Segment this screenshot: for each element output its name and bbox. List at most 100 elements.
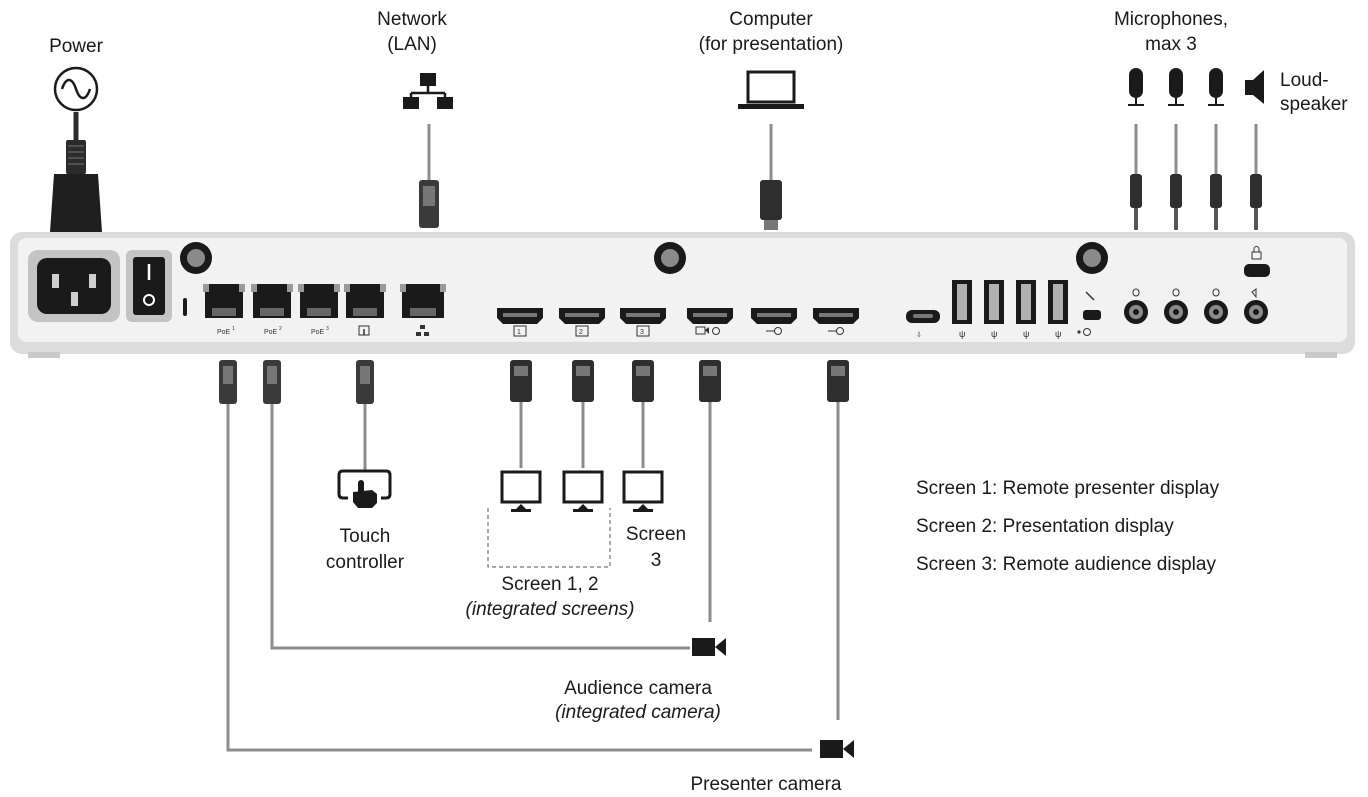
poe1-sup: 1	[232, 326, 235, 332]
usb-c-icon: ⇩	[916, 331, 922, 339]
audio-jack-plugs	[1130, 174, 1262, 230]
service-port	[1077, 291, 1101, 336]
ethernet-plug	[219, 360, 237, 404]
jack-plug	[1250, 174, 1262, 230]
camera-icon	[692, 638, 726, 656]
integrated-screens-bracket	[487, 508, 611, 568]
usb-a-port	[984, 280, 1004, 324]
screen3-label-line1: Screen	[626, 524, 686, 545]
monitor-icon	[562, 470, 604, 512]
screw	[654, 242, 686, 274]
touch-label-line1: Touch	[340, 526, 391, 547]
mic-port-icon	[1212, 288, 1220, 297]
monitor-icon	[622, 470, 664, 512]
touch-port	[344, 284, 386, 318]
hdmi-out2-label: 2	[579, 329, 583, 336]
hdmi-output-port	[620, 308, 666, 324]
jack-plug	[1170, 174, 1182, 230]
hdmi-output-port	[559, 308, 605, 324]
screw	[1076, 242, 1108, 274]
loudspeaker-label-line1: Loud-	[1280, 70, 1329, 91]
touch-controller-icon	[337, 469, 392, 508]
monitor-icon	[500, 470, 542, 512]
usb-icon: ψ	[959, 329, 965, 339]
ethernet-plug	[356, 360, 374, 404]
screw	[180, 242, 212, 274]
laptop-icon	[738, 70, 804, 109]
network-label-line1: Network	[377, 9, 447, 30]
power-switch	[126, 250, 172, 322]
ethernet-plug	[419, 180, 439, 228]
audience-camera-label-line2: (integrated camera)	[555, 702, 721, 723]
mic-port-icon	[1172, 288, 1180, 297]
jack-plug	[1210, 174, 1222, 230]
usb-icon: ψ	[1055, 329, 1061, 339]
screen12-label-line2: (integrated screens)	[466, 599, 635, 620]
power-inlet-port	[28, 250, 120, 322]
loudspeaker-icon	[1245, 70, 1264, 104]
camera-icon	[820, 740, 854, 758]
hdmi-out3-label: 3	[640, 329, 644, 336]
usb-icon: ψ	[991, 329, 997, 339]
hdmi-input-port	[751, 308, 797, 324]
hdmi-output-port	[497, 308, 543, 324]
poe3-sup: 3	[326, 326, 329, 332]
usb-c-port	[906, 310, 940, 323]
screen3-label-line2: 3	[651, 550, 662, 571]
microphone-icon	[1208, 68, 1224, 106]
mic-port-icon	[1132, 288, 1140, 297]
hdmi-plug	[699, 360, 721, 402]
ethernet-plug	[263, 360, 281, 404]
legend-item: Screen 1: Remote presenter display	[916, 478, 1220, 499]
input-icon	[766, 327, 782, 335]
computer-label-line1: Computer	[729, 9, 813, 30]
presenter-camera-label: Presenter camera	[690, 774, 841, 795]
touch-port-icon	[358, 325, 370, 336]
microphones-label-line1: Microphones,	[1114, 9, 1228, 30]
network-port	[400, 284, 446, 318]
hdmi-out1-label: 1	[517, 329, 521, 336]
usb-icon: ψ	[1023, 329, 1029, 339]
bottom-cables	[226, 400, 840, 752]
hdmi-plug	[827, 360, 849, 402]
power-label: Power	[49, 36, 104, 57]
hdmi-input-port	[813, 308, 859, 324]
poe2-label: PoE	[264, 329, 278, 336]
microphones-label-line2: max 3	[1145, 34, 1197, 55]
usb-a-port	[1016, 280, 1036, 324]
hdmi-plug-computer	[760, 180, 782, 230]
network-label-line2: (LAN)	[387, 34, 437, 55]
status-led	[183, 298, 187, 316]
jack-plug	[1130, 174, 1142, 230]
microphone-icon	[1168, 68, 1184, 106]
legend-item: Screen 3: Remote audience display	[916, 554, 1216, 575]
poe1-label: PoE	[217, 329, 231, 336]
camera-input-icon	[695, 326, 720, 335]
codec-device: PoE 1 PoE 2 PoE 3	[10, 232, 1355, 358]
power-icon	[53, 66, 99, 112]
computer-label-line2: (for presentation)	[699, 34, 844, 55]
hdmi-plug	[510, 360, 532, 402]
microphone-icon	[1128, 68, 1144, 106]
hdmi-plug	[572, 360, 594, 402]
poe-port	[298, 284, 340, 318]
audience-camera-label-line1: Audience camera	[564, 678, 712, 699]
power-plug	[50, 112, 102, 232]
hdmi-out3-badge	[636, 325, 650, 337]
audio-jack-port	[1164, 300, 1188, 324]
audio-jack-port	[1244, 300, 1268, 324]
lock-slot	[1244, 264, 1270, 277]
poe-port	[251, 284, 293, 318]
input-icon	[828, 327, 844, 335]
poe2-sup: 2	[279, 326, 282, 332]
hdmi-out1-badge	[513, 325, 527, 337]
usb-a-port	[952, 280, 972, 324]
hdmi-plug	[632, 360, 654, 402]
legend-item: Screen 2: Presentation display	[916, 516, 1174, 537]
audio-jack-port	[1204, 300, 1228, 324]
speaker-port-icon	[1251, 288, 1257, 299]
loudspeaker-label-line2: speaker	[1280, 94, 1348, 115]
hdmi-camera-input-port	[687, 308, 733, 324]
poe-port	[203, 284, 245, 318]
